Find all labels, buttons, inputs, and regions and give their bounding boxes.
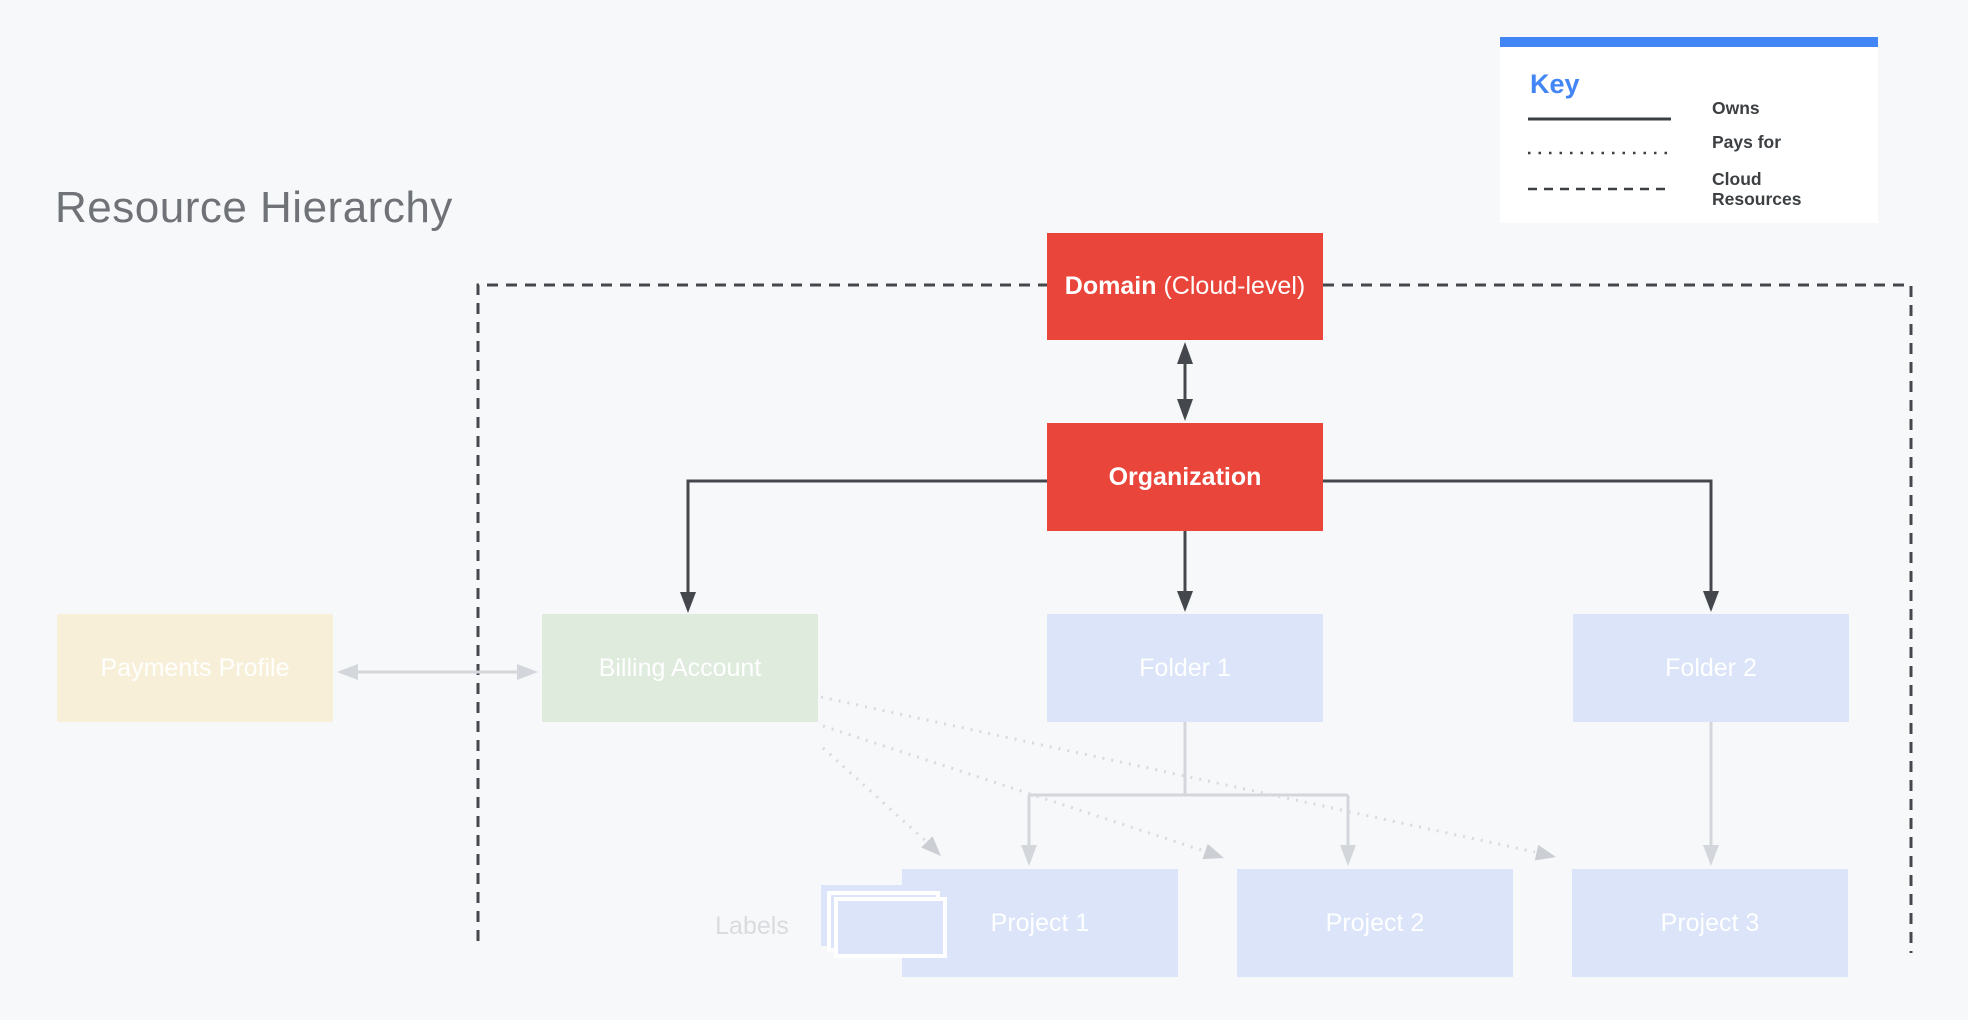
label-card-front (834, 897, 947, 958)
legend-label-pays-for: Pays for (1712, 132, 1782, 152)
legend-title: Key (1530, 69, 1580, 99)
node-folder-1-label: Folder 1 (1139, 653, 1231, 682)
arrowhead-down-icon (1703, 845, 1719, 866)
node-billing-account-label: Billing Account (598, 653, 762, 682)
legend-key-box: Key Owns Pays for Cloud Resources (1500, 37, 1878, 223)
labels-caption: Labels (715, 912, 789, 940)
arrowhead-diagonal-icon (1202, 843, 1224, 860)
organization-folder1-connector (1177, 531, 1193, 612)
solid-line-sample-icon (1528, 117, 1671, 121)
billing-pays-for-lines (820, 695, 1556, 861)
node-project-2-label: Project 2 (1325, 908, 1425, 937)
node-domain-sublabel: (Cloud-level) (1163, 272, 1306, 300)
node-folder-1: Folder 1 (1047, 614, 1323, 722)
node-payments-profile-label: Payments Profile (100, 653, 290, 682)
organization-billing-connector (680, 479, 1047, 613)
arrowhead-up-icon (1177, 342, 1193, 364)
dotted-line-sample-icon (1528, 151, 1671, 155)
node-organization-label: Organization (1108, 462, 1262, 491)
node-billing-account: Billing Account (542, 614, 818, 722)
arrowhead-down-icon (1177, 591, 1193, 612)
arrowhead-down-icon (680, 592, 696, 613)
folders-projects-tree (1021, 722, 1719, 866)
page-title: Resource Hierarchy (55, 183, 453, 232)
payments-billing-arrow (337, 664, 538, 680)
node-project-1: Project 1 (902, 869, 1178, 977)
node-folder-2-label: Folder 2 (1665, 653, 1757, 682)
node-domain: Domain (Cloud-level) (1047, 233, 1323, 340)
node-project-1-label: Project 1 (990, 908, 1090, 937)
organization-folder2-connector (1323, 479, 1719, 612)
legend-label-cloud-resources: Cloud Resources (1712, 169, 1802, 210)
node-organization: Organization (1047, 423, 1323, 531)
node-domain-label: Domain (1064, 272, 1157, 300)
arrowhead-down-icon (1340, 845, 1356, 866)
node-project-3: Project 3 (1572, 869, 1848, 977)
arrowhead-down-icon (1703, 591, 1719, 612)
legend-label-owns: Owns (1712, 98, 1760, 118)
arrowhead-right-icon (517, 664, 538, 680)
arrowhead-diagonal-icon (1534, 844, 1556, 861)
arrowhead-down-icon (1021, 845, 1037, 866)
domain-organization-arrow (1177, 342, 1193, 421)
node-project-3-label: Project 3 (1660, 908, 1760, 937)
node-project-2: Project 2 (1237, 869, 1513, 977)
node-folder-2: Folder 2 (1573, 614, 1849, 722)
arrowhead-left-icon (337, 664, 358, 680)
dashed-line-sample-icon (1528, 187, 1671, 191)
arrowhead-down-icon (1177, 399, 1193, 421)
node-payments-profile: Payments Profile (57, 614, 333, 722)
stacked-labels-cards-icon (821, 885, 948, 959)
legend-accent-bar (1500, 37, 1878, 47)
arrowhead-diagonal-icon (921, 836, 941, 856)
